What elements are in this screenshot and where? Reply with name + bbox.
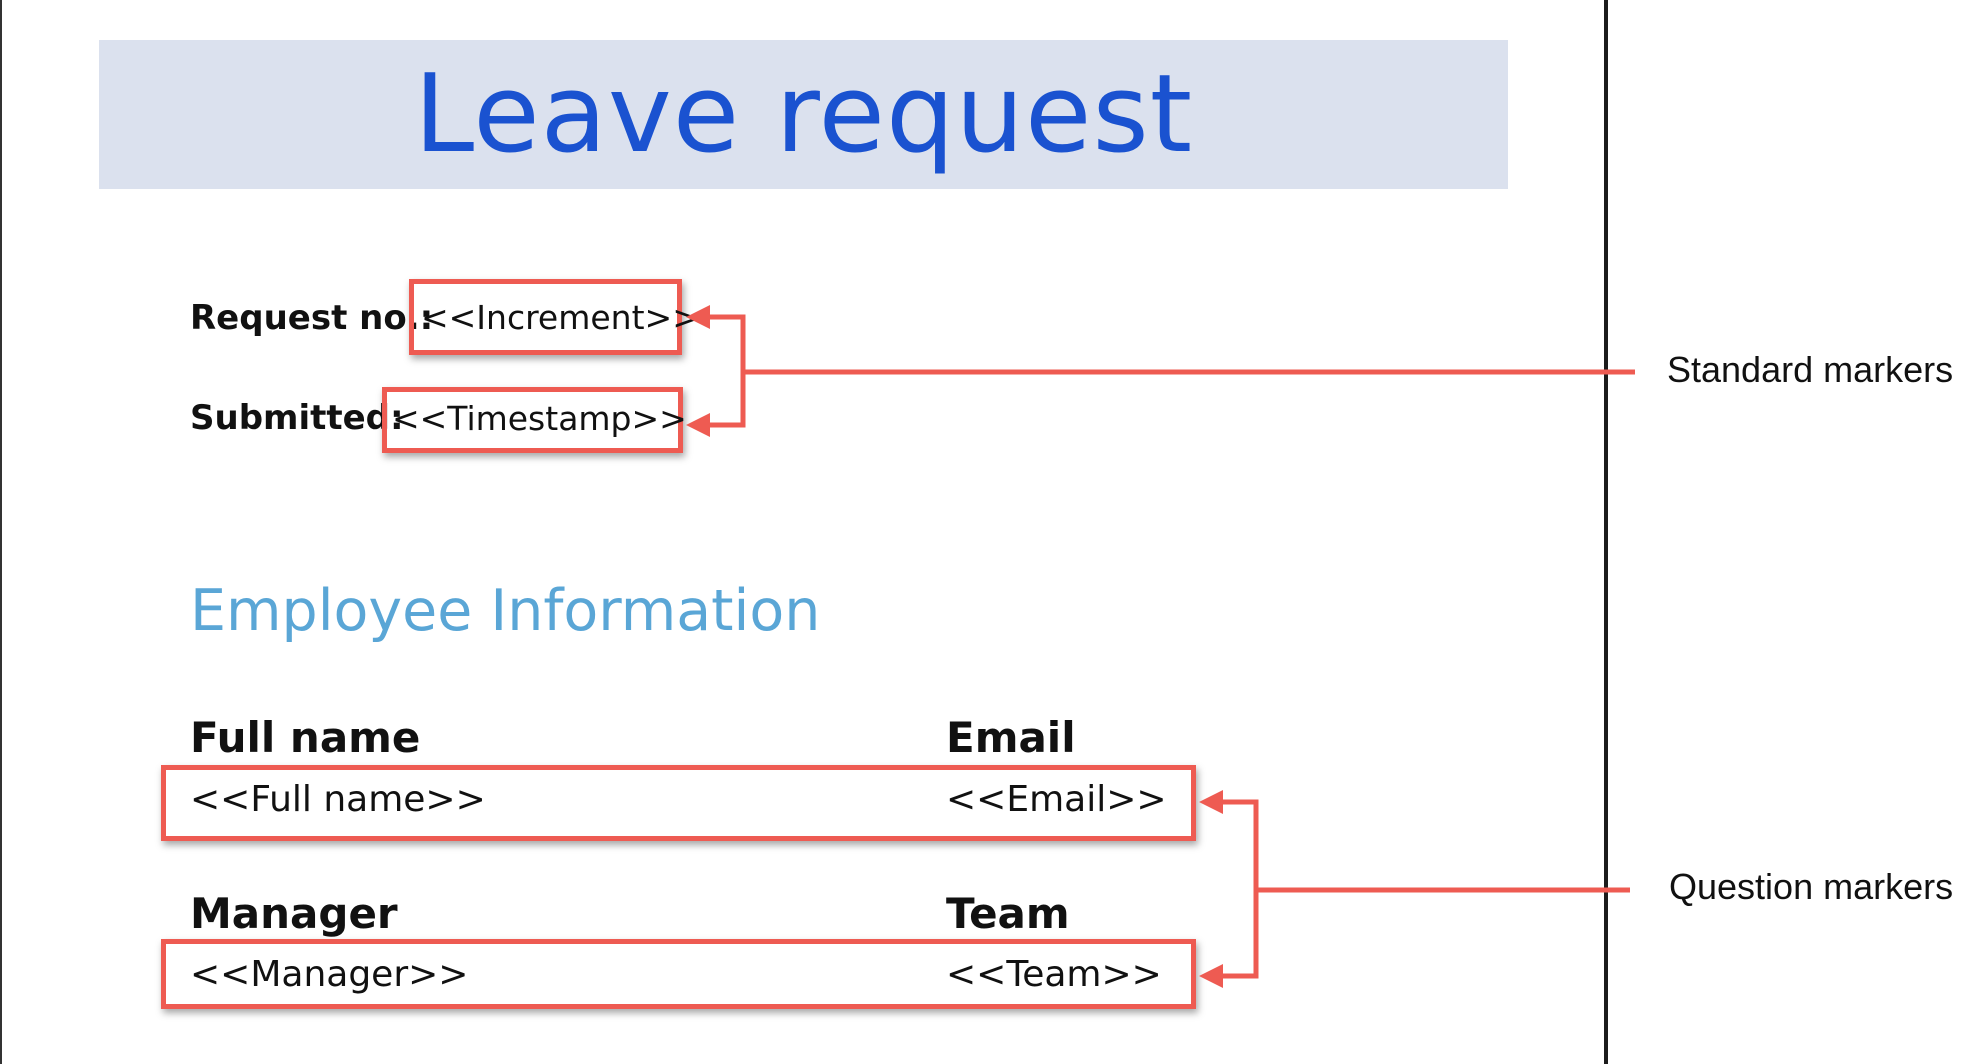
request-no-highlight-box bbox=[409, 279, 682, 355]
employee-information-heading: Employee Information bbox=[190, 578, 821, 644]
question-markers-bracket bbox=[1208, 799, 1259, 979]
question-markers-callout: Question markers bbox=[1669, 866, 1954, 907]
full-name-marker: <<Full name>> bbox=[190, 779, 486, 820]
email-label: Email bbox=[946, 713, 1076, 762]
increment-marker: <<Increment>> bbox=[421, 298, 700, 337]
full-name-email-highlight-box bbox=[161, 765, 1196, 841]
request-no-label: Request no.: bbox=[190, 298, 434, 338]
page-title: Leave request bbox=[413, 52, 1194, 177]
arrowhead-timestamp bbox=[686, 413, 710, 437]
arrowhead-manager-team bbox=[1199, 964, 1223, 988]
full-name-label: Full name bbox=[190, 713, 421, 762]
manager-label: Manager bbox=[190, 889, 398, 938]
arrowhead-increment bbox=[686, 305, 710, 329]
title-banner: Leave request bbox=[99, 40, 1508, 189]
submitted-highlight-box bbox=[382, 387, 683, 453]
team-marker: <<Team>> bbox=[946, 954, 1162, 995]
manager-marker: <<Manager>> bbox=[190, 954, 469, 995]
submitted-label: Submitted: bbox=[190, 398, 404, 438]
team-label: Team bbox=[946, 889, 1070, 938]
timestamp-marker: <<Timestamp>> bbox=[392, 399, 687, 438]
arrowhead-fullname-email bbox=[1199, 790, 1223, 814]
manager-team-highlight-box bbox=[161, 939, 1196, 1009]
standard-markers-bracket bbox=[695, 314, 746, 428]
document-right-edge bbox=[1604, 0, 1608, 1064]
standard-markers-callout: Standard markers bbox=[1667, 349, 1954, 390]
document-left-edge bbox=[0, 0, 2, 1064]
email-marker: <<Email>> bbox=[946, 779, 1167, 820]
